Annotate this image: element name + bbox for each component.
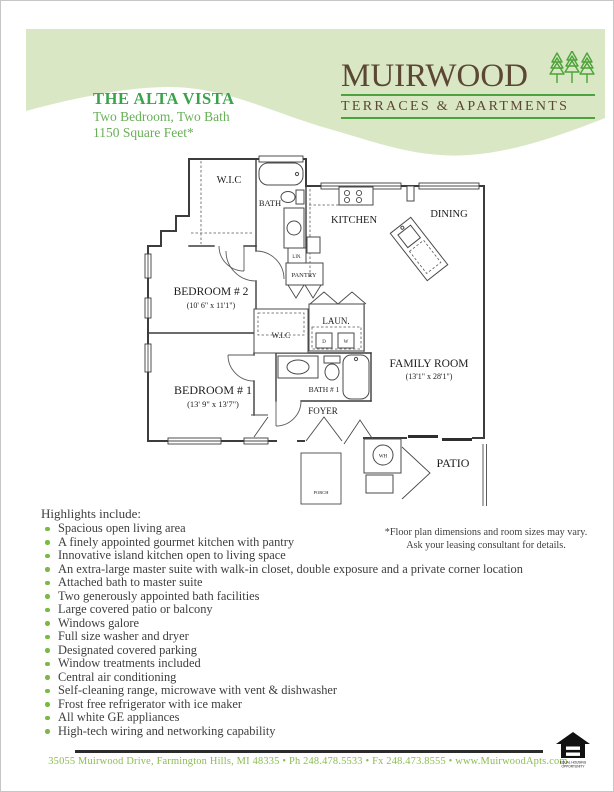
highlight-item: Frost free refrigerator with ice maker	[41, 697, 540, 712]
room-label-patio: PATIO	[437, 456, 470, 470]
highlight-item: High-tech wiring and networking capabili…	[41, 724, 540, 739]
logo-divider-top	[341, 94, 595, 96]
equal-housing-opportunity-icon: EQUAL HOUSING OPPORTUNITY	[556, 732, 590, 769]
highlight-item: Spacious open living area	[41, 521, 540, 536]
logo-divider-bottom	[341, 117, 595, 119]
highlight-item: All white GE appliances	[41, 710, 540, 725]
room-dims-bedroom1: (13' 9" x 13'7")	[187, 399, 239, 409]
brand-tagline: TERRACES & APARTMENTS	[341, 99, 570, 114]
room-label-linen: LIN.	[292, 255, 301, 260]
appliance-label-washer: W	[344, 340, 349, 345]
highlight-item: Windows galore	[41, 616, 540, 631]
room-label-bedroom1: BEDROOM # 1	[174, 383, 252, 397]
eho-text-line2: OPPORTUNITY	[562, 765, 586, 769]
highlight-item: Innovative island kitchen open to living…	[41, 548, 540, 563]
highlight-item: Window treatments included	[41, 656, 540, 671]
room-label-pantry: PANTRY	[291, 272, 316, 279]
plan-title-block: THE ALTA VISTA Two Bedroom, Two Bath 115…	[93, 89, 235, 141]
floor-plan-drawing: W.I.C BATH KITCHEN DINING LIN. PANTRY BE…	[144, 155, 487, 506]
brand-name: MUIRWOOD	[341, 58, 528, 94]
room-label-wic2: W.I.C	[272, 331, 291, 340]
room-label-dining: DINING	[430, 209, 468, 220]
room-dims-family-room: (13'1" x 28'1")	[406, 372, 453, 381]
highlight-item: Two generously appointed bath facilities	[41, 589, 540, 604]
footer-divider	[75, 750, 543, 753]
room-label-bath1: BATH # 1	[309, 385, 340, 394]
room-label-porch: PORCH	[313, 490, 329, 495]
highlight-item: A finely appointed gourmet kitchen with …	[41, 535, 540, 550]
room-label-laundry: LAUN.	[322, 316, 349, 326]
pine-trees-icon	[549, 51, 595, 83]
disclaimer-line2: Ask your leasing consultant for details.	[406, 540, 566, 551]
highlight-item: Central air conditioning	[41, 670, 540, 685]
appliance-label-dryer: D	[322, 340, 326, 345]
room-label-bath-master: BATH	[259, 198, 281, 208]
room-label-foyer: FOYER	[308, 406, 338, 416]
room-dims-bedroom2: (10' 6" x 11'1")	[187, 301, 236, 310]
highlight-item: Attached bath to master suite	[41, 575, 540, 590]
highlights-section: Highlights include: Spacious open living…	[41, 507, 546, 738]
room-label-family-room: FAMILY ROOM	[389, 358, 468, 370]
highlights-heading: Highlights include:	[41, 506, 142, 521]
plan-name: THE ALTA VISTA	[93, 89, 235, 108]
disclaimer-line1: *Floor plan dimensions and room sizes ma…	[384, 527, 588, 538]
plan-size: 1150 Square Feet*	[93, 125, 194, 140]
footer-contact-line: 35055 Muirwood Drive, Farmington Hills, …	[48, 756, 568, 767]
brand-logo: MUIRWOOD TERRACES & APARTMENTS	[341, 51, 595, 119]
water-heater-label: WH	[379, 455, 388, 460]
room-label-bedroom2: BEDROOM # 2	[174, 286, 249, 298]
eho-text-line1: EQUAL HOUSING	[560, 761, 587, 765]
highlights-list: Spacious open living area A finely appoi…	[41, 521, 546, 739]
highlight-item: Large covered patio or balcony	[41, 602, 540, 617]
room-label-kitchen: KITCHEN	[331, 215, 377, 226]
highlight-item: Designated covered parking	[41, 643, 540, 658]
highlight-item: An extra-large master suite with walk-in…	[41, 562, 540, 577]
room-label-wic-master: W.I.C	[217, 175, 242, 186]
floor-plan-disclaimer: *Floor plan dimensions and room sizes ma…	[377, 526, 595, 552]
plan-type: Two Bedroom, Two Bath	[93, 109, 230, 124]
highlight-item: Self-cleaning range, microwave with vent…	[41, 683, 540, 698]
header-swoosh-graphic	[26, 29, 605, 156]
highlight-item: Full size washer and dryer	[41, 629, 540, 644]
